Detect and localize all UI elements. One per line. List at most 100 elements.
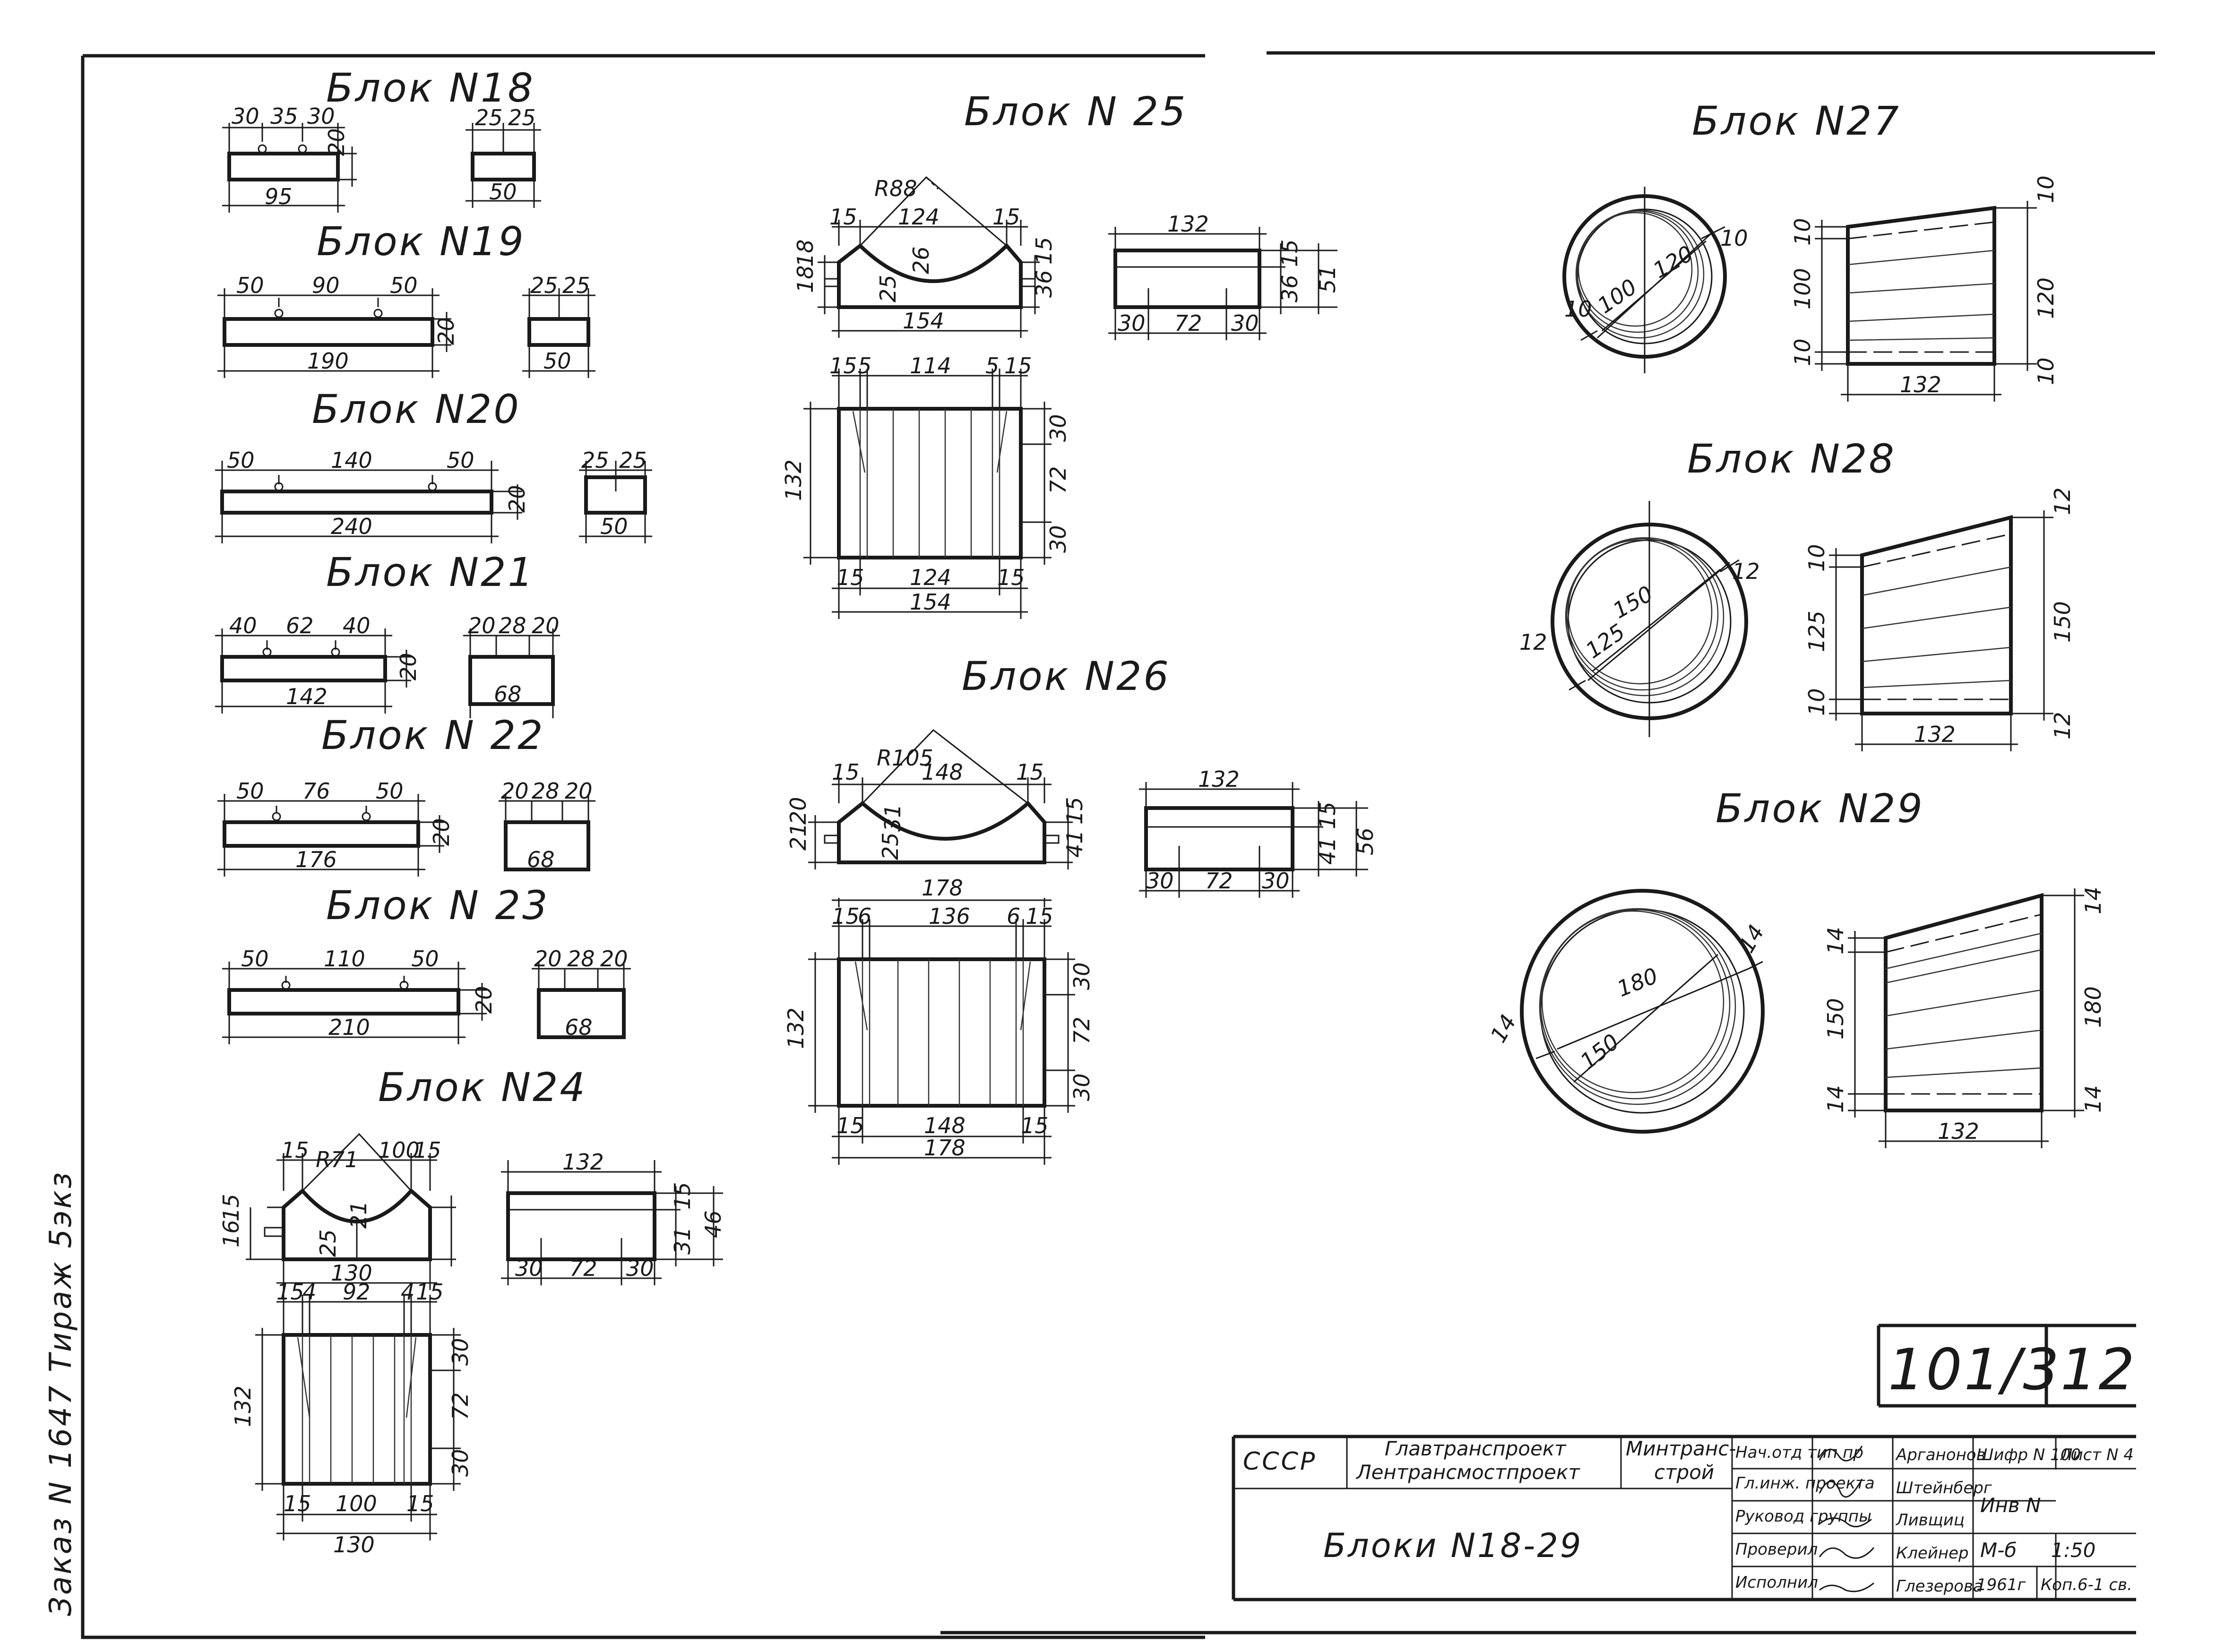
b24-sv-len: 132 [562,1149,604,1175]
block-22: Блок N 22 50 76 50 20 176 20 28 20 68 [217,712,595,877]
b26-dim-top-c: 15 [1016,759,1044,785]
b26-dim-right-b: 15 [1062,797,1087,825]
b20-end-w: 50 [600,514,628,539]
b26-pl-r-a: 30 [1069,962,1095,990]
tb-ministry-1: Минтранс- [1626,1437,1736,1460]
block-26-title: Блок N26 [962,653,1171,699]
b26-pl-r-b: 72 [1069,1016,1095,1044]
b26-sv-bot-b: 72 [1205,868,1233,894]
b26-dim-top-b: 148 [922,759,963,785]
b23-end-b: 28 [567,946,595,972]
b20-dim-a: 50 [227,447,255,473]
b19-dim-b: 90 [312,273,340,298]
tb-role-1: Нач.отд тип пр [1735,1443,1863,1462]
b29-sv-right: 180 [2080,986,2106,1028]
b25-sv-total: 51 [1315,265,1340,293]
b25-pl-top-e: 15 [1004,353,1032,379]
block-28-title: Блок N28 [1687,436,1896,482]
b18-dim-h: 20 [324,128,349,156]
block-19: Блок N19 50 90 50 20 190 25 25 50 [217,218,595,378]
tb-org-1: Главтранспроект [1385,1437,1567,1460]
b21-dim-c: 40 [343,613,371,638]
tb-copy-note: Коп.6-1 св. [2041,1575,2132,1594]
b26-dim-left-b: 20 [785,797,811,825]
tb-country: СССР [1243,1447,1317,1476]
b26-dim-left-a: 21 [785,823,811,851]
sheet-frame [81,51,2155,1639]
b24-dim-top-b: 100 [378,1137,420,1163]
b23-dim-b: 110 [324,946,365,972]
sheet-code-box: 101/3 12 [1877,1324,2136,1408]
b27-sv-br: 10 [2033,357,2059,385]
b26-dim-cut-b: 31 [880,804,905,832]
b25-dim-top-b: 124 [898,204,940,230]
b19-dim-c: 50 [390,273,418,298]
b25-pl-top-c: 114 [910,353,951,379]
b25-pl-r-a: 30 [1045,414,1071,442]
b24-dim-cut-b: 21 [346,1201,371,1229]
b24-sv-bot-a: 30 [515,1256,543,1281]
b26-pl-top-c: 136 [929,903,970,929]
b26-plan-width: 178 [922,875,963,901]
b28-sv-br: 12 [2050,712,2075,740]
b25-dim-left-a: 18 [793,265,818,293]
b26-sv-h-b: 15 [1315,801,1340,829]
b24-pl-top-c: 92 [343,1279,371,1305]
b24-pl-h: 132 [230,1385,256,1427]
b28-ring-inner: 125 [1581,619,1630,663]
b24-pl-r-b: 72 [448,1392,473,1420]
b24-sv-bot-b: 72 [569,1256,597,1281]
b27-ring-outer: 120 [1649,241,1698,284]
b28-wall-a: 12 [1732,559,1760,584]
b25-pl-top-a: 15 [829,353,857,379]
b18-dim-len: 95 [265,184,293,209]
b24-sv-h-b: 15 [670,1182,695,1210]
side-note: Заказ N 1647 Тираж 5экз [43,1170,78,1616]
block-24: Блок N24 15 R71 100 15 16 15 25 21 130 1… [218,1064,726,1557]
b26-pl-r-c: 30 [1069,1073,1095,1101]
b20-dim-c: 50 [447,447,474,473]
b26-dim-cut-a: 25 [878,832,903,860]
b29-sv-br: 14 [2080,1085,2106,1113]
b29-wall-b: 14 [1485,1010,1521,1047]
b24-pl-bot-a: 15 [284,1491,311,1516]
b25-dim-right-a: 36 [1031,270,1057,298]
b22-dim-h: 20 [429,818,454,846]
block-21-title: Блок N21 [326,549,535,595]
tb-scale-value: 1:50 [2051,1539,2095,1562]
b21-end-a: 20 [468,613,496,638]
b22-end-b: 28 [532,778,560,804]
b25-pl-top-b: 5 [858,353,871,379]
b19-dim-len: 190 [307,348,349,374]
b21-dim-b: 62 [286,613,314,638]
b22-dim-a: 50 [236,778,264,804]
block-26: Блок N26 15 R105 148 15 21 20 25 31 41 1… [783,653,1378,1165]
b24-pl-top-e: 15 [416,1279,444,1305]
tb-role-4: Проверил [1735,1540,1818,1559]
block-27-title: Блок N27 [1692,98,1901,144]
tb-org-2: Лентрансмостпроект [1355,1461,1580,1484]
b29-sv-left-b: 150 [1823,998,1848,1040]
b29-ring-outer: 180 [1613,963,1662,1002]
tb-role-5: Исполнил [1735,1573,1818,1592]
block-25-title: Блок N 25 [964,88,1188,135]
b28-sv-tr: 12 [2050,487,2075,515]
b26-pl-bot-b: 148 [924,1113,966,1138]
b24-dim-base: 130 [331,1260,372,1286]
b25-pl-top-d: 5 [985,353,999,379]
tb-role-2: Гл.инж. проекта [1735,1474,1875,1493]
b26-pl-top-e: 15 [1026,903,1053,929]
tb-role-3: Руковод группы [1735,1507,1871,1526]
title-block: СССР Главтранспроект Лентрансмостпроект … [1232,1435,2136,1601]
b22-end-w: 68 [527,847,555,872]
tb-name-1: Арганонов [1895,1446,1986,1464]
b25-sv-h-b: 15 [1277,239,1302,267]
sheet-series: 101/3 [1888,1337,2061,1403]
b19-end-w: 50 [543,348,571,374]
b25-pl-bot-c: 15 [997,565,1025,590]
b24-pl-bot-c: 15 [406,1491,434,1516]
b22-end-c: 20 [565,778,593,804]
b28-sv-right: 150 [2050,601,2075,643]
tb-drawing-title: Блоки N18-29 [1323,1526,1583,1565]
